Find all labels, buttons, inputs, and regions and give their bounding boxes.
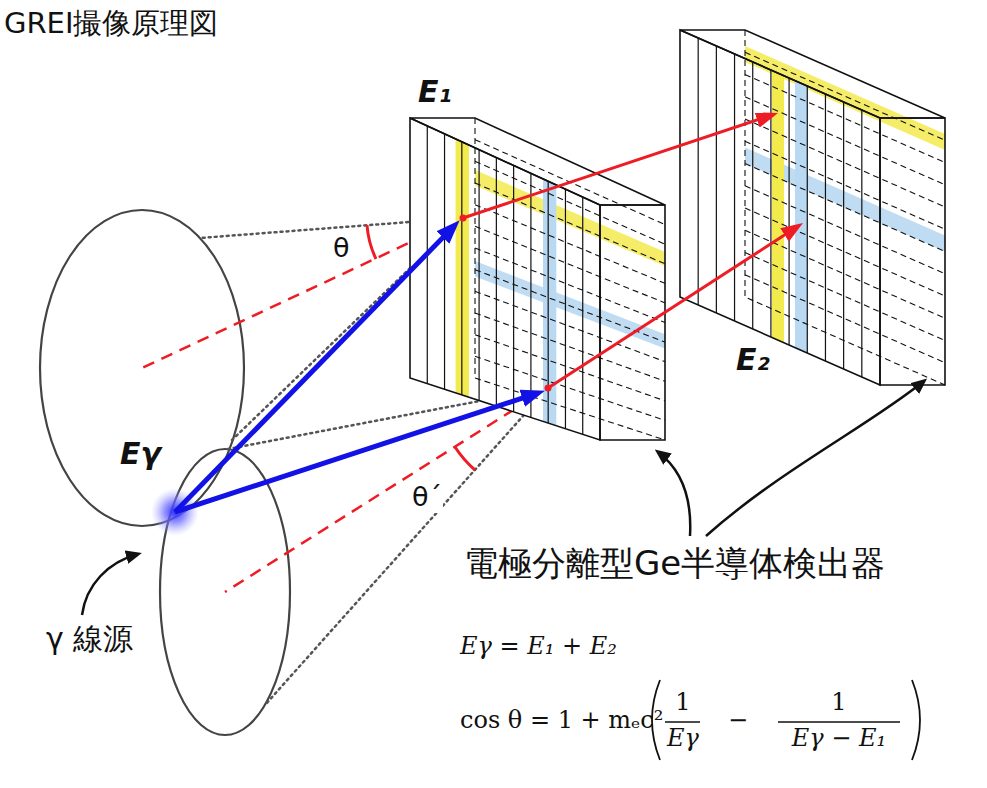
front-strip-line [698, 38, 699, 305]
front-strip-line [752, 62, 753, 329]
back-strip-line [745, 275, 945, 363]
angle-label: θ [332, 232, 351, 264]
front-strip-line [582, 197, 583, 434]
detector-drawing [410, 118, 665, 440]
front-strip-line [770, 70, 771, 337]
strip-highlight [456, 139, 469, 397]
front-strip-line [788, 78, 789, 345]
detector-outline [680, 30, 880, 385]
back-strip-line [745, 52, 945, 140]
front-strip-line [478, 150, 479, 401]
back-strip-line [745, 230, 945, 318]
strip-highlight [772, 71, 784, 343]
back-strip-line [745, 141, 945, 229]
detector-outline [410, 118, 600, 440]
hidden-edge [745, 30, 945, 385]
back-strip-line [475, 335, 665, 401]
formula: Eγ = E₁ + E₂ [460, 632, 617, 661]
detector-face [880, 118, 945, 385]
scattered-gamma-arrow [548, 228, 795, 388]
energy-label: Eγ [120, 436, 161, 472]
angle-arc [367, 225, 376, 259]
scattered-gamma-arrow [463, 116, 769, 218]
front-strip-line [825, 94, 826, 361]
hidden-edge [475, 118, 665, 440]
back-strip-line [745, 186, 945, 274]
front-strip-line [716, 46, 717, 313]
back-strip-line [745, 119, 945, 207]
front-strip-line [734, 54, 735, 321]
energy-label: E₂ [736, 342, 770, 378]
diagram-title: GREI撮像原理図 [4, 6, 219, 41]
interaction-dot [545, 385, 552, 392]
formula-numerator: 1 [675, 688, 690, 717]
leader-arrow [82, 554, 138, 615]
incident-gamma-arrow [175, 229, 451, 512]
back-strip-line [475, 248, 665, 323]
front-strip-line [530, 173, 531, 417]
front-strip-line [444, 134, 445, 389]
back-strip-line [475, 291, 665, 361]
front-strip-line [843, 102, 844, 369]
interaction-dot [460, 215, 467, 222]
detector-outline [680, 30, 945, 118]
back-strip-line [475, 313, 665, 381]
leader-arrows [82, 381, 924, 615]
front-strip-line [861, 110, 862, 377]
back-strip-line [475, 161, 665, 244]
back-strip-line [745, 164, 945, 252]
back-strip-line [745, 253, 945, 341]
back-strip-line [745, 97, 945, 185]
formula: cos θ = 1 + mₑc² [460, 706, 663, 735]
leader-arrow [658, 452, 690, 536]
fraction-bar [665, 721, 700, 723]
detector-outline [600, 205, 665, 440]
parenthesis [912, 680, 920, 760]
formula-denominator: Eγ − E₁ [792, 724, 886, 753]
interaction-points [460, 215, 552, 392]
formula-operator: − [728, 706, 748, 735]
detector-box: E₁ [408, 74, 670, 444]
angle-arc [455, 447, 475, 470]
leader-arrow [706, 381, 924, 536]
front-strip-line [565, 189, 566, 429]
back-strip-line [475, 183, 665, 264]
ge-detectors [410, 30, 945, 440]
formula-marks [652, 680, 920, 760]
front-strip-line [807, 86, 808, 353]
drawing-part [175, 116, 795, 512]
back-strip-line [475, 205, 665, 284]
incident-gamma-arrow [175, 394, 534, 512]
detector-box: E₂ [678, 24, 948, 388]
front-strip-line [496, 158, 497, 407]
fraction-bar [778, 721, 900, 723]
energy-label: E₁ [418, 74, 452, 110]
strip-highlight [475, 261, 665, 348]
formula-denominator: Eγ [667, 724, 699, 753]
detector-drawing [680, 30, 945, 385]
formula-numerator: 1 [831, 688, 846, 717]
gamma-source: Eγ [112, 436, 207, 536]
detector-label: 電極分離型Ge半導体検出器 [464, 543, 885, 584]
back-strip-line [475, 356, 665, 420]
front-strip-line [461, 142, 462, 395]
detector-outline [880, 118, 945, 385]
strip-highlight [475, 170, 665, 266]
source-label: γ 線源 [46, 621, 133, 657]
back-strip-line [745, 208, 945, 296]
angle-label: θ´ [411, 481, 443, 513]
strip-highlight [543, 179, 556, 426]
back-strip-line [475, 226, 665, 303]
